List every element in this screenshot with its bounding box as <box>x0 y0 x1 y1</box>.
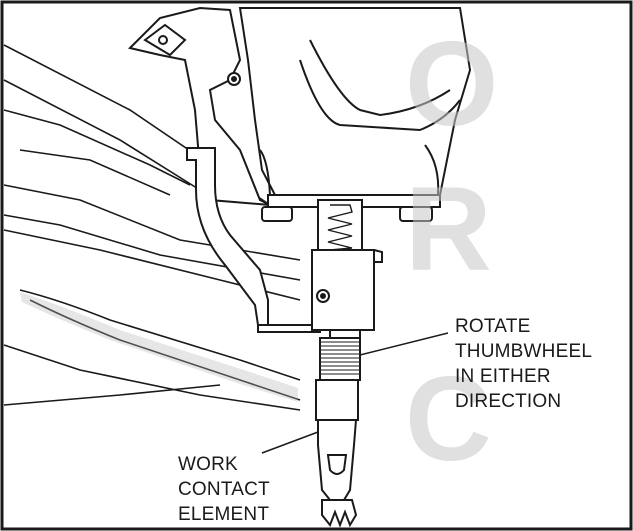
feed-bracket <box>186 147 321 333</box>
work-callout-line-2: CONTACT <box>178 479 270 500</box>
trigger-assembly <box>128 6 271 206</box>
rotate-callout-line-2: THUMBWHEEL <box>455 341 592 362</box>
watermark-letter-1: O <box>405 17 498 151</box>
rotate-callout: ROTATE THUMBWHEEL IN EITHER DIRECTION <box>455 316 592 412</box>
work-contact-callout: WORK CONTACT ELEMENT <box>178 454 270 525</box>
work-leader-line <box>261 431 319 454</box>
work-callout-line-3: ELEMENT <box>178 504 269 525</box>
rotate-callout-line-1: ROTATE <box>455 316 530 337</box>
watermark-letter-3: C <box>405 352 492 486</box>
watermark-letter-2: R <box>405 162 492 296</box>
work-contact-element <box>315 379 359 528</box>
work-callout-line-1: WORK <box>178 454 238 475</box>
rotate-callout-line-4: DIRECTION <box>455 391 561 412</box>
rotate-callout-line-3: IN EITHER <box>455 366 551 387</box>
watermark: O R C <box>405 17 498 486</box>
rotate-leader-line <box>359 332 449 356</box>
magazine-shade <box>20 292 298 402</box>
thumbwheel <box>319 337 361 381</box>
